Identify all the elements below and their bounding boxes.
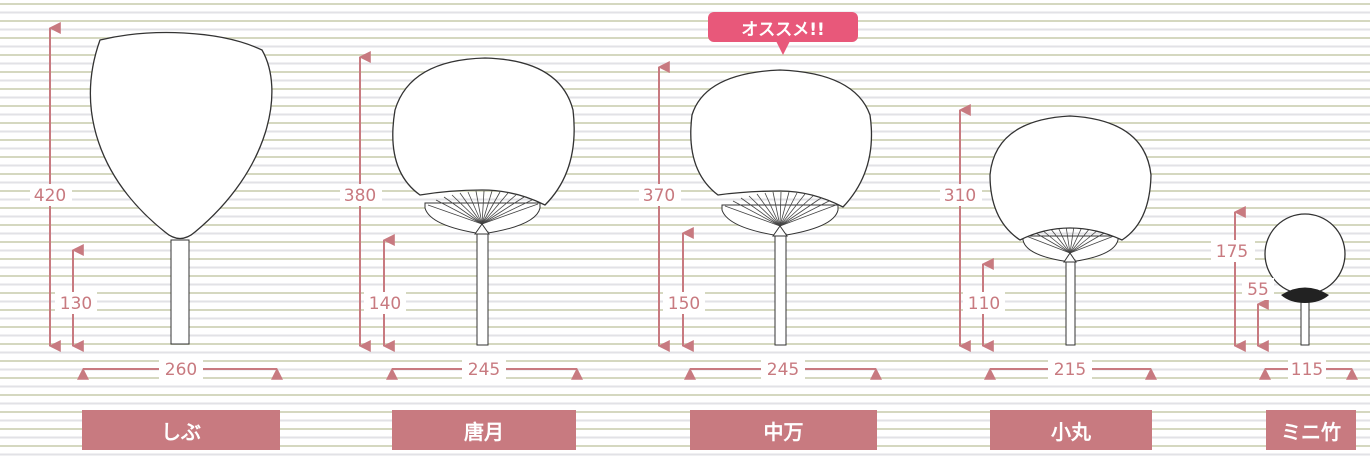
height-label: 420 bbox=[34, 186, 66, 206]
handle-height-label: 130 bbox=[60, 294, 92, 314]
fan-ribs bbox=[1025, 225, 1115, 254]
fan-name-label: 唐月 bbox=[392, 410, 576, 450]
fan-paper bbox=[1264, 213, 1346, 295]
fan-handle bbox=[1065, 259, 1076, 346]
handle-height-label: 110 bbox=[968, 294, 1000, 314]
fan-shibu bbox=[89, 31, 273, 345]
fan-handle bbox=[170, 239, 190, 345]
handle-height-label: 150 bbox=[668, 294, 700, 314]
fan-ribs bbox=[1281, 287, 1329, 303]
width-label: 260 bbox=[165, 360, 197, 380]
fan-name-label: 小丸 bbox=[990, 410, 1152, 450]
fan-name-label: しぶ bbox=[82, 410, 280, 450]
fan-paper bbox=[690, 69, 873, 208]
fan-karatsuki bbox=[392, 57, 575, 346]
height-label: 370 bbox=[643, 186, 675, 206]
width-label: 115 bbox=[1291, 360, 1323, 380]
fan-paper bbox=[392, 57, 575, 206]
fan-minitake bbox=[1264, 213, 1346, 346]
fan-paper bbox=[89, 31, 273, 240]
fan-handle bbox=[774, 233, 787, 346]
handle-height-label: 140 bbox=[369, 294, 401, 314]
height-label: 380 bbox=[344, 186, 376, 206]
fan-handle-tip bbox=[772, 225, 788, 237]
height-label: 310 bbox=[944, 186, 976, 206]
fan-handle-tip bbox=[474, 223, 490, 235]
fan-komaru bbox=[989, 115, 1152, 346]
dimension-labels: 420 130 260 380 140 245 370 150 245 310 … bbox=[30, 184, 1326, 380]
height-label: 175 bbox=[1216, 242, 1248, 262]
fan-handle-tip bbox=[1063, 252, 1077, 263]
recommended-badge-tail bbox=[776, 41, 790, 55]
fan-handle bbox=[476, 231, 489, 346]
fan-ribs bbox=[427, 190, 539, 225]
width-label: 245 bbox=[468, 360, 500, 380]
handle-height-label: 55 bbox=[1247, 280, 1269, 300]
recommended-badge: オススメ!! bbox=[708, 12, 858, 42]
width-label: 245 bbox=[767, 360, 799, 380]
fan-name-label: ミニ竹 bbox=[1266, 410, 1356, 450]
fan-ribs bbox=[724, 191, 837, 227]
fan-handle bbox=[1300, 297, 1310, 346]
width-label: 215 bbox=[1054, 360, 1086, 380]
fan-paper bbox=[989, 115, 1152, 241]
fan-name-label: 中万 bbox=[690, 410, 877, 450]
fan-chuman bbox=[690, 69, 873, 346]
